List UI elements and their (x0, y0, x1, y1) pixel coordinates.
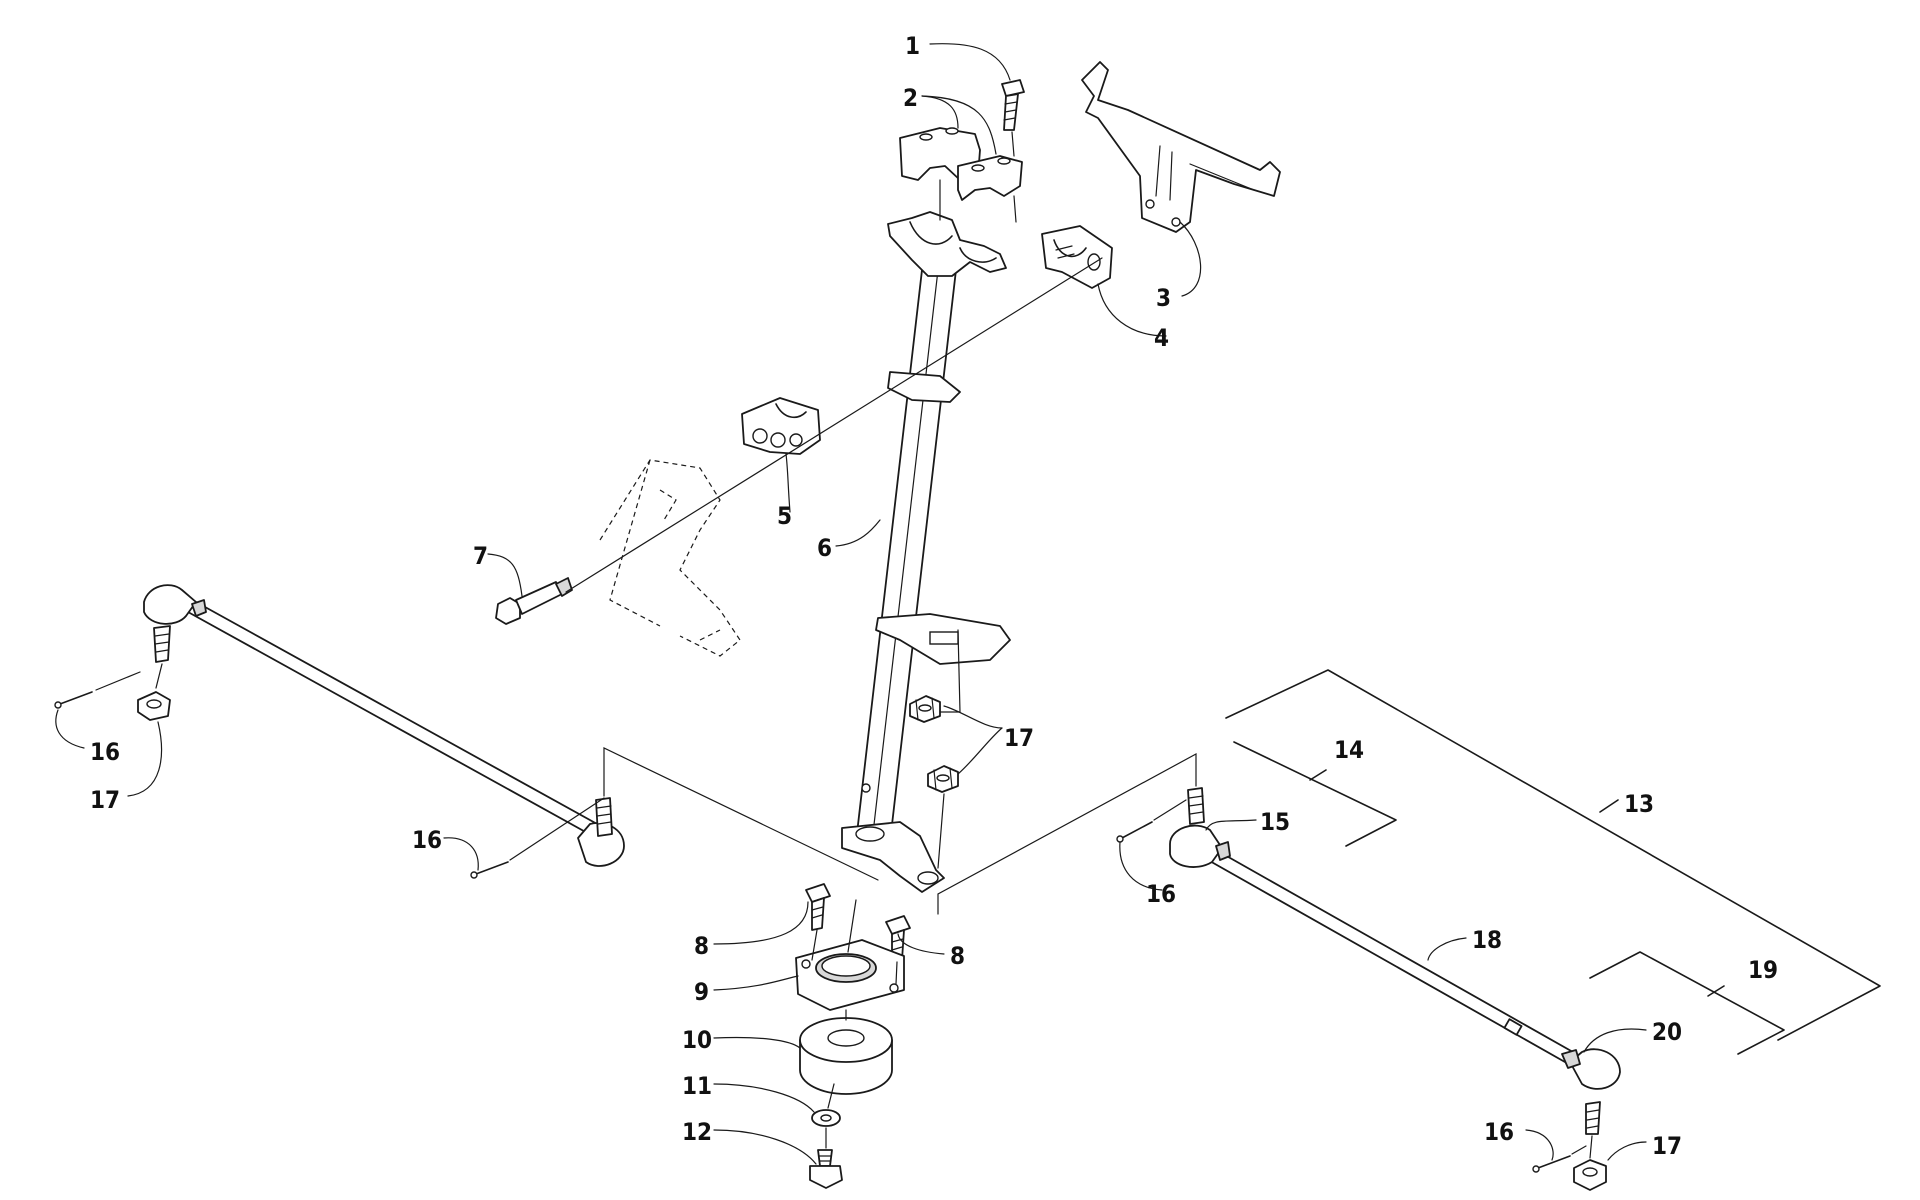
callout-5: 5 (777, 502, 792, 530)
castle-nut-center-lower (927, 765, 959, 793)
callout-6: 6 (817, 534, 832, 562)
callout-3: 3 (1156, 284, 1171, 312)
callout-18: 18 (1472, 926, 1502, 954)
bushing (799, 1017, 893, 1095)
callout-17-center: 17 (1004, 724, 1034, 752)
handlebar-clamp-cap-right (957, 155, 1023, 201)
callout-16-left-outer: 16 (90, 738, 120, 766)
callout-labels: 1 2 3 4 5 6 7 8 8 9 10 11 12 13 14 15 16… (90, 32, 1778, 1160)
cotter-pin-left-outer (54, 691, 93, 709)
callout-10: 10 (682, 1026, 712, 1054)
tie-rod-left (143, 584, 625, 867)
bottom-screw (809, 1149, 843, 1189)
callout-20: 20 (1652, 1018, 1682, 1046)
cotter-pin-right-inner (1532, 1155, 1571, 1173)
tie-rod-right (1169, 787, 1621, 1135)
castle-nut-left-outer (137, 691, 171, 721)
screw-left (805, 883, 831, 931)
mounting-bracket (1081, 61, 1281, 233)
callout-17-right: 17 (1652, 1132, 1682, 1160)
callout-16-right-inner: 16 (1484, 1118, 1514, 1146)
callout-14: 14 (1334, 736, 1364, 764)
callout-8-right: 8 (950, 942, 965, 970)
callout-11: 11 (682, 1072, 712, 1100)
castle-nut-center-upper (909, 695, 941, 723)
castle-nut-right-inner (1573, 1159, 1607, 1191)
callout-8-left: 8 (694, 932, 709, 960)
callout-4: 4 (1154, 324, 1169, 352)
lower-bushing-block (741, 397, 821, 455)
callout-7: 7 (473, 542, 488, 570)
callout-15: 15 (1260, 808, 1290, 836)
callout-19: 19 (1748, 956, 1778, 984)
callout-12: 12 (682, 1118, 712, 1146)
cap-screw (1001, 79, 1025, 131)
callout-1: 1 (905, 32, 920, 60)
steering-post (841, 269, 1011, 893)
callout-brackets (1225, 669, 1881, 1055)
callout-17-left: 17 (90, 786, 120, 814)
pivot-bolt (495, 577, 573, 625)
callout-13: 13 (1624, 790, 1654, 818)
callout-9: 9 (694, 978, 709, 1006)
cotter-pin-left-inner (470, 861, 509, 879)
frame-support (599, 459, 741, 657)
leader-lines (55, 43, 1647, 1165)
washer (811, 1109, 841, 1127)
upper-bushing-block (1041, 225, 1113, 289)
callout-16-right-outer: 16 (1146, 880, 1176, 908)
callout-2: 2 (903, 84, 918, 112)
callout-16-left-inner: 16 (412, 826, 442, 854)
cotter-pin-right-outer (1116, 821, 1153, 843)
flange-bearing (795, 939, 905, 1011)
handlebar-mount (887, 211, 1007, 277)
